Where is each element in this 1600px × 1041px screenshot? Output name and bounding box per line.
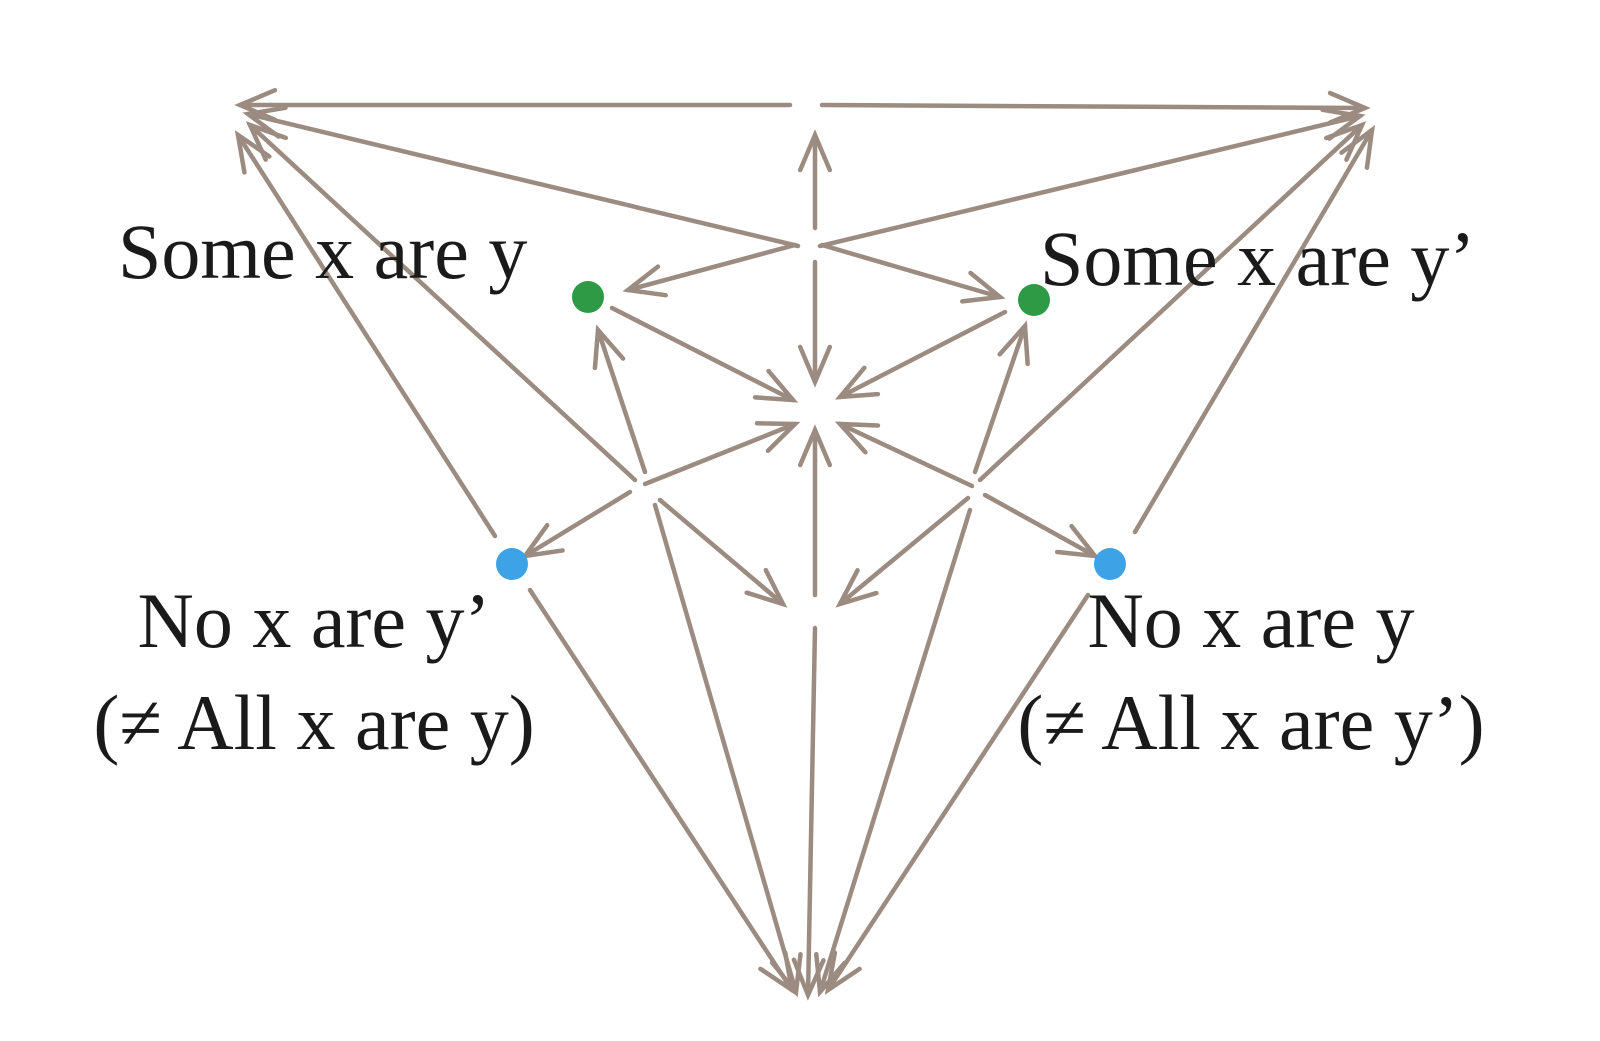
- arrow-no-xyp-to-bottom: [527, 587, 796, 995]
- arrow-lhub-to-top-left-shaft: [247, 122, 638, 483]
- arrow-lhub-to-lower-center: [657, 497, 788, 608]
- label-no-x-are-y: No x are y: [1087, 577, 1415, 664]
- arrow-rhub-to-some-xyp-shaft: [972, 323, 1028, 475]
- node-dot-no-x-are-y: [1094, 548, 1126, 580]
- arrow-rhub-to-top-right-shaft: [977, 122, 1365, 483]
- arrow-rhub-to-no-xy-shaft: [982, 492, 1098, 559]
- arrow-rhub-to-bottom: [814, 507, 973, 998]
- arrow-center-up: [797, 424, 833, 598]
- arrow-no-xyp-to-top-left: [234, 130, 498, 539]
- arrow-top-left-head-0: [234, 87, 278, 123]
- arrow-no-xy-to-top-right: [1132, 125, 1375, 535]
- arrow-lhub-to-lower-center-shaft: [657, 497, 786, 607]
- arrow-some-xyp-to-center: [834, 309, 1008, 400]
- arrow-some-xy-to-center-shaft: [609, 305, 796, 403]
- arrow-lhub-to-bottom: [652, 502, 803, 998]
- arrow-hub-down-head-0: [797, 344, 833, 388]
- arrow-center-to-bottom-shaft: [805, 625, 818, 998]
- arrow-rhub-to-some-xyp: [972, 320, 1030, 475]
- arrow-hub-to-top-left: [242, 105, 801, 249]
- arrow-hub-up-head-0: [797, 129, 833, 173]
- arrow-top-right-shaft: [819, 102, 1368, 111]
- arrow-top-left: [234, 87, 793, 123]
- arrow-lhub-to-some-xy: [592, 324, 648, 475]
- arrow-lhub-to-center: [642, 421, 801, 487]
- arrow-lhub-to-no-xyp-shaft: [522, 489, 633, 559]
- label-some-x-are-y: Some x are y: [118, 208, 528, 295]
- arrow-rhub-to-top-right: [977, 121, 1367, 483]
- arrow-hub-up: [797, 129, 833, 231]
- arrow-lhub-to-top-left: [245, 121, 638, 483]
- arrow-hub-to-some-xyp-shaft: [819, 242, 1003, 300]
- arrow-hub-to-top-left-shaft: [245, 111, 801, 249]
- arrow-no-xy-to-bottom-head-0: [824, 950, 862, 995]
- arrow-hub-to-some-xyp: [819, 242, 1006, 304]
- arrow-rhub-to-bottom-shaft: [817, 507, 973, 995]
- arrow-some-xyp-to-center-head-0: [834, 365, 881, 400]
- node-dot-some-x-are-y: [572, 281, 604, 313]
- label-no-x-are-y-prime: No x are y’: [137, 577, 491, 664]
- label-not-all-x-are-y: (≠ All x are y): [93, 679, 535, 766]
- arrow-rhub-to-center: [834, 421, 975, 489]
- arrow-lhub-to-center-head-0: [754, 421, 801, 453]
- arrow-rhub-to-center-head-0: [834, 421, 881, 455]
- arrow-lhub-to-no-xyp-head-0: [520, 522, 565, 560]
- label-some-x-are-y-prime: Some x are y’: [1040, 215, 1476, 302]
- arrow-rhub-to-no-xy-head-0: [1054, 523, 1101, 559]
- arrow-rhub-to-lower-center-shaft: [837, 495, 971, 607]
- arrow-rhub-to-some-xyp-head-0: [997, 320, 1030, 367]
- arrow-some-xyp-to-center-shaft: [837, 309, 1008, 400]
- arrow-rhub-to-top-right-head-0: [1324, 121, 1367, 162]
- arrow-hub-to-some-xy: [622, 242, 798, 298]
- arrow-no-xyp-to-bottom-shaft: [527, 587, 795, 993]
- arrow-some-xy-to-center: [609, 305, 799, 403]
- arrow-no-xy-to-bottom-shaft: [825, 592, 1091, 993]
- arrow-rhub-to-center-shaft: [837, 421, 975, 489]
- arrow-no-xyp-to-top-left-shaft: [235, 132, 498, 539]
- arrow-rhub-to-no-xy: [982, 492, 1101, 559]
- arrow-rhub-to-lower-center: [835, 495, 971, 608]
- arrow-no-xy-to-top-right-shaft: [1132, 127, 1375, 535]
- arrow-lhub-to-lower-center-head-0: [744, 567, 788, 608]
- arrow-rhub-to-bottom-head-0: [814, 951, 847, 998]
- arrow-no-xy-to-bottom: [824, 592, 1091, 995]
- arrow-lhub-to-top-left-head-0: [245, 121, 289, 162]
- arrow-hub-to-some-xyp-head-0: [960, 270, 1006, 304]
- arrow-lhub-to-some-xy-shaft: [595, 327, 648, 475]
- arrow-hub-to-top-left-head-0: [242, 105, 288, 139]
- arrow-center-to-bottom: [791, 625, 826, 1001]
- label-group-no-x-are-y-prime: No x are y’ (≠ All x are y): [74, 570, 554, 774]
- node-dot-no-x-are-y-prime: [496, 548, 528, 580]
- arrow-top-right: [819, 90, 1371, 125]
- arrow-lhub-to-some-xy-head-0: [592, 324, 626, 371]
- arrow-center-up-head-0: [797, 424, 833, 468]
- arrow-group: [234, 87, 1375, 1001]
- arrow-some-xy-to-center-head-0: [752, 368, 799, 403]
- arrow-lhub-to-center-shaft: [642, 421, 798, 487]
- label-group-no-x-are-y: No x are y (≠ All x are y’): [996, 570, 1506, 774]
- arrow-top-right-head-0: [1327, 90, 1371, 125]
- arrow-lhub-to-bottom-shaft: [652, 502, 799, 995]
- arrow-hub-to-some-xy-head-0: [622, 264, 668, 298]
- node-dot-some-x-are-y-prime: [1018, 284, 1050, 316]
- arrow-rhub-to-lower-center-head-0: [835, 568, 879, 608]
- arrow-hub-down: [797, 259, 833, 388]
- arrow-hub-to-top-right-shaft: [817, 113, 1363, 249]
- arrow-hub-to-some-xy-shaft: [625, 242, 798, 293]
- label-not-all-x-are-y-prime: (≠ All x are y’): [1017, 679, 1485, 766]
- arrow-lhub-to-no-xyp: [520, 489, 633, 560]
